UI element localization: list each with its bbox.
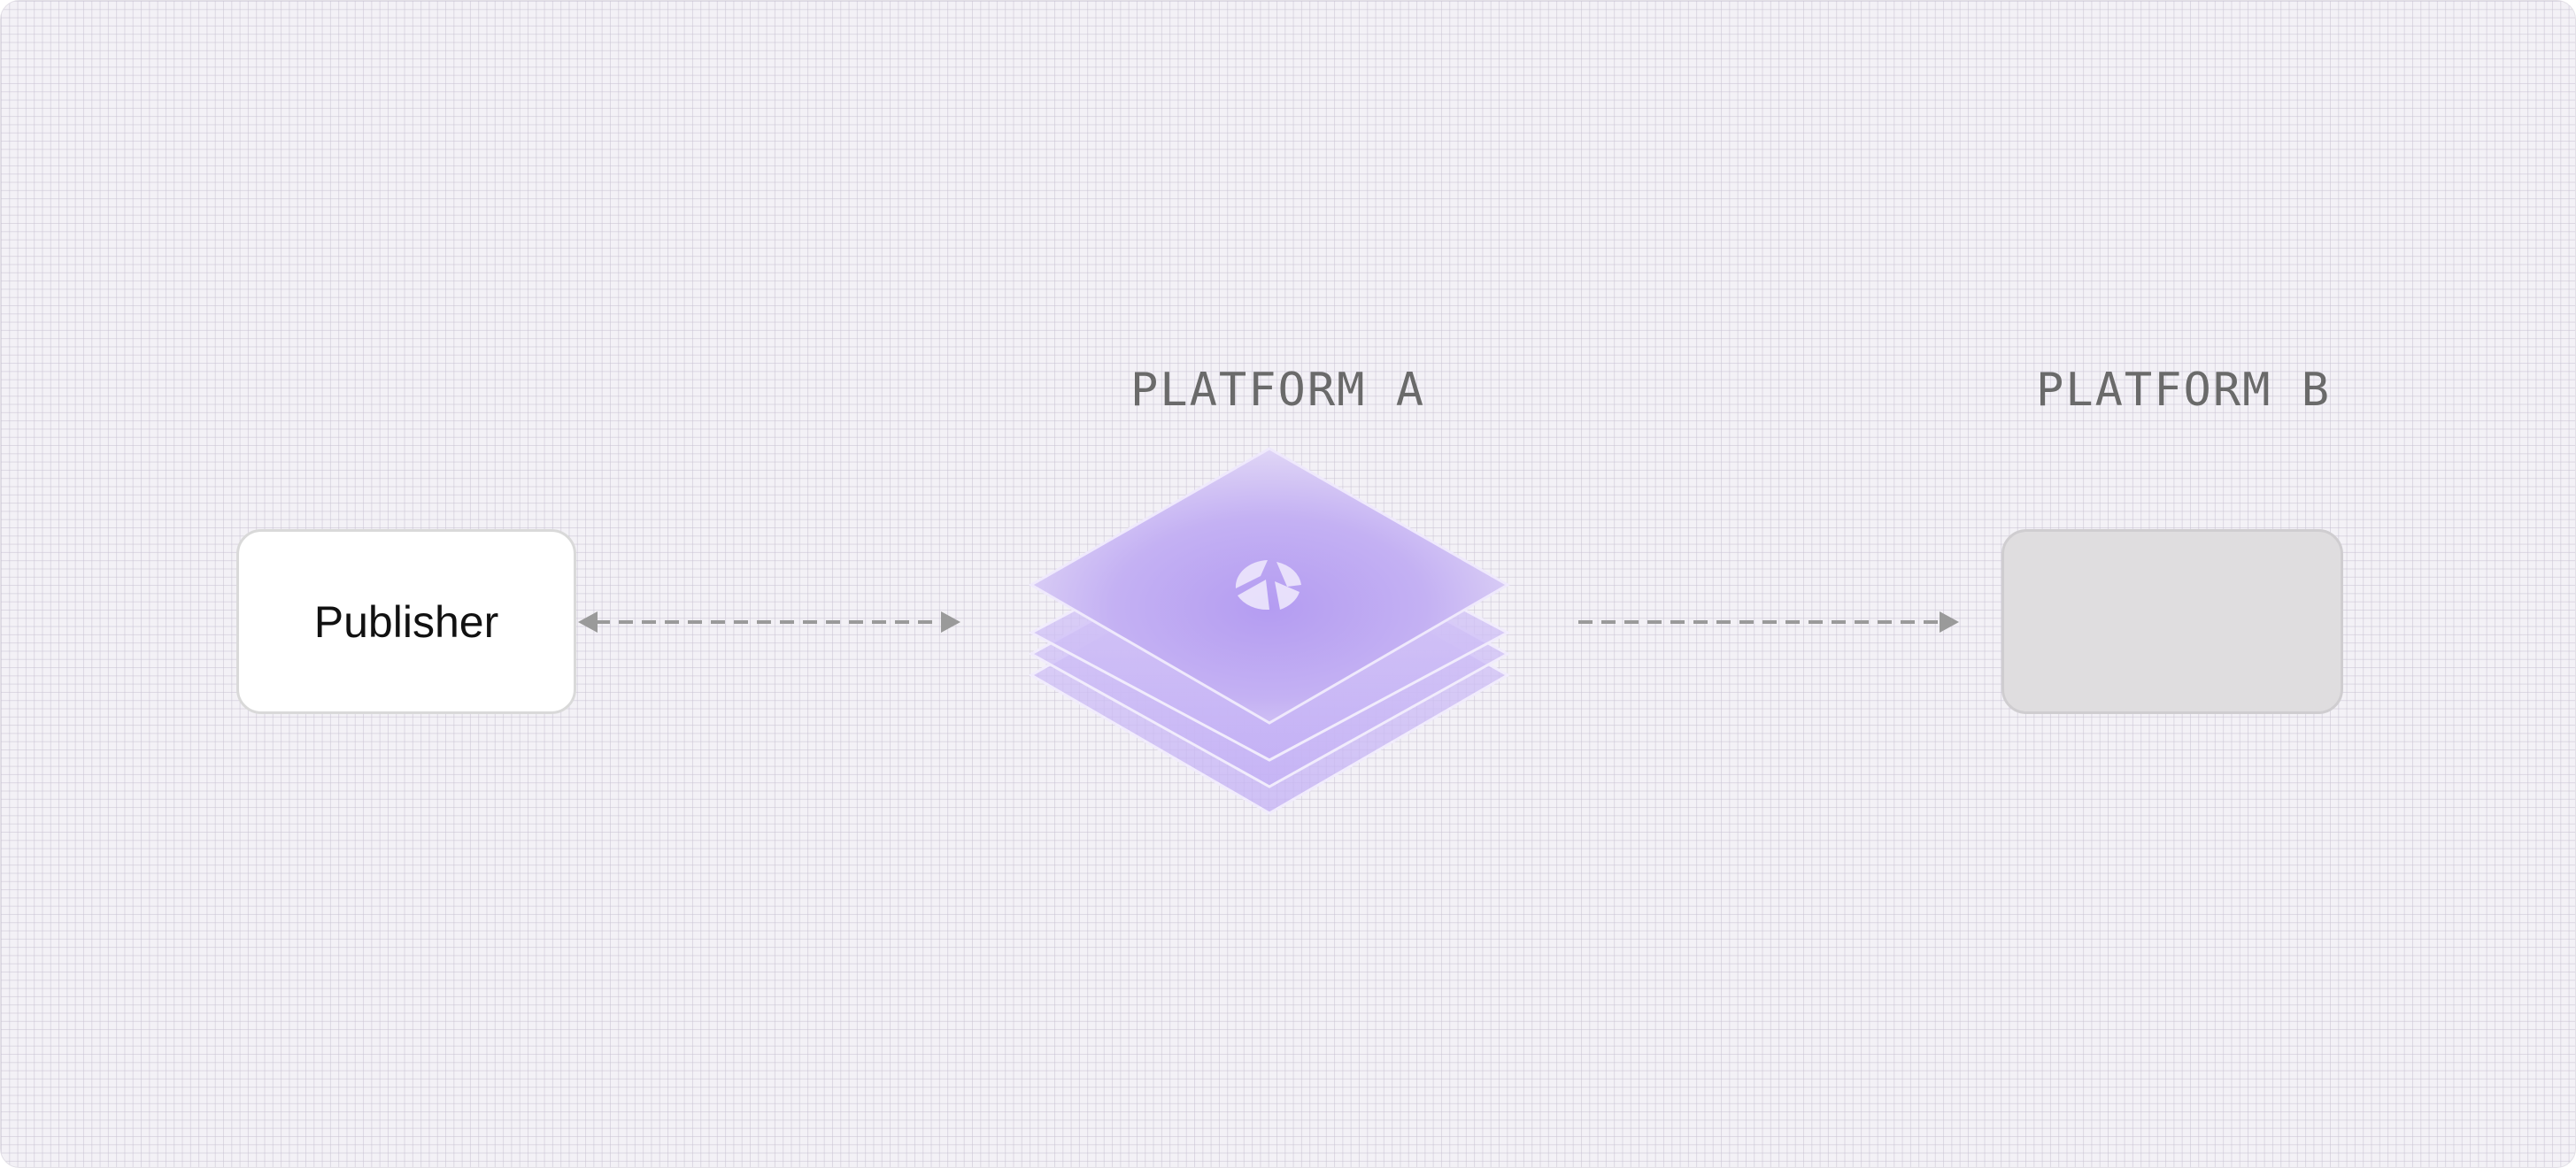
arrowhead-right-icon xyxy=(1940,611,1959,633)
publisher-node[interactable]: Publisher xyxy=(236,529,576,714)
arrowhead-right-icon xyxy=(941,611,960,633)
publisher-label: Publisher xyxy=(313,596,499,647)
platform-b-title: PLATFORM B xyxy=(2036,364,2332,417)
publisher-platform-a-connector xyxy=(578,611,960,633)
stack-layer xyxy=(1028,537,1511,815)
platform-a-platform-b-connector xyxy=(1578,611,1959,633)
stack-layer xyxy=(1028,505,1511,762)
platform-a-title: PLATFORM A xyxy=(1130,364,1426,417)
platform-a-layer-stack[interactable] xyxy=(1028,447,1511,815)
platform-b-node[interactable] xyxy=(2001,529,2343,714)
arrowhead-left-icon xyxy=(578,611,598,633)
platform-logo-icon xyxy=(1235,560,1301,611)
stack-top-layer xyxy=(1028,447,1511,725)
stack-layer xyxy=(1028,521,1511,788)
